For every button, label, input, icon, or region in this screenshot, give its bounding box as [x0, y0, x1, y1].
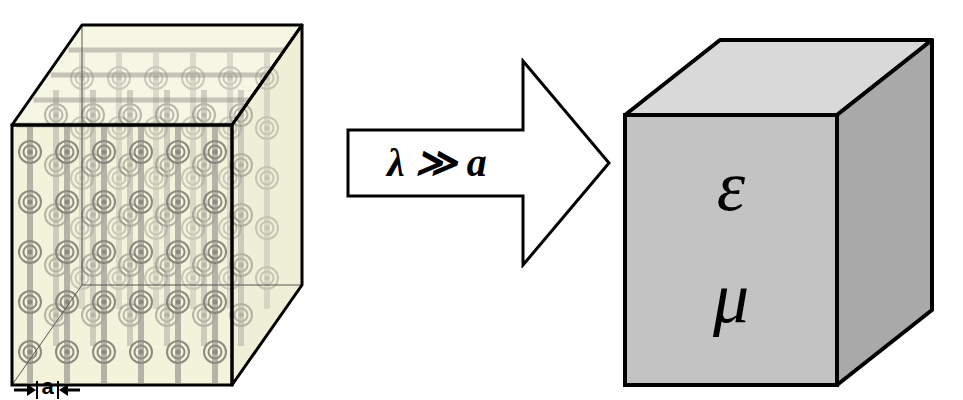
symbol-text: λ ≫ a [387, 143, 487, 183]
effective-medium-cube-outline [623, 36, 939, 389]
symbol-text: μ [713, 262, 749, 334]
transition-arrow: λ ≫ a [345, 58, 613, 268]
lattice-constant-label: a [41, 376, 53, 398]
effective-medium-cube: εμ [623, 36, 939, 389]
symbol-text: ε [717, 150, 745, 222]
